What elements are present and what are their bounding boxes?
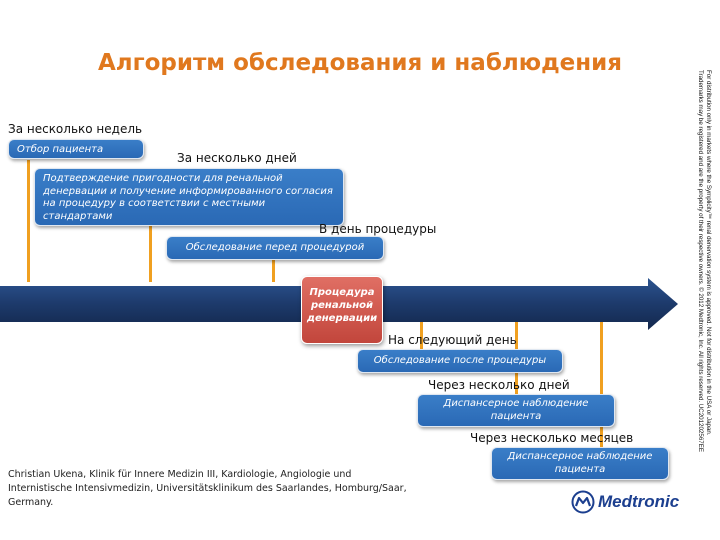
source-citation: Christian Ukena, Klinik für Innere Mediz… bbox=[8, 469, 407, 508]
procedure-box: Процедура ренальной денервации bbox=[301, 276, 383, 344]
stage-box-followup-days: Диспансерное наблюдение пациента bbox=[417, 394, 615, 427]
medtronic-logo-text: Medtronic bbox=[598, 492, 680, 511]
connector-line bbox=[600, 322, 603, 447]
stage-box-postprocedure: Обследование после процедуры bbox=[357, 349, 563, 373]
connector-line bbox=[420, 322, 423, 350]
stage-time-label: За несколько недель bbox=[8, 122, 143, 136]
stage-box-followup-months: Диспансерное наблюдение пациента bbox=[491, 447, 669, 480]
medtronic-logo-icon bbox=[571, 490, 595, 514]
disclaimer-line-1: For distribution only in markets where t… bbox=[705, 70, 712, 436]
stage-time-label: За несколько дней bbox=[177, 151, 297, 165]
connector-line bbox=[149, 225, 152, 282]
connector-line bbox=[272, 260, 275, 282]
stage-time-label: На следующий день bbox=[388, 333, 517, 347]
stage-box-eligibility: Подтверждение пригодности для ренальной … bbox=[34, 168, 344, 226]
stage-time-label: В день процедуры bbox=[319, 222, 437, 236]
disclaimer-line-2: Trademarks may be registered and are the… bbox=[697, 70, 704, 452]
stage-time-label: Через несколько месяцев bbox=[470, 431, 634, 445]
page-title: Алгоритм обследования и наблюдения bbox=[97, 50, 623, 76]
connector-line bbox=[27, 160, 30, 282]
stage-box-patient-selection: Отбор пациента bbox=[8, 139, 144, 159]
stage-box-preprocedure: Обследование перед процедурой bbox=[166, 236, 384, 260]
medtronic-logo: Medtronic bbox=[571, 490, 687, 514]
disclaimer-text: For distribution only in markets where t… bbox=[696, 70, 712, 452]
stage-time-label: Через несколько дней bbox=[428, 378, 570, 392]
